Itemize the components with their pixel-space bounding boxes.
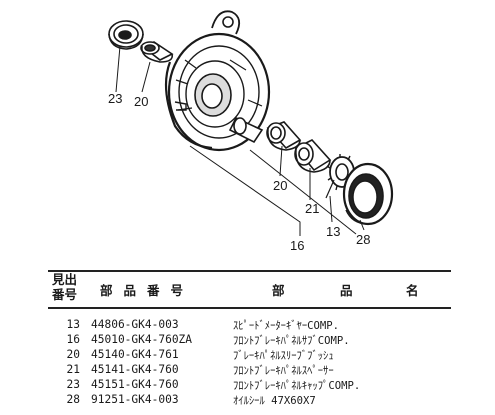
callout-16: 16 [290,238,304,253]
header-ref-no-line1: 見出 [52,272,78,287]
row-part-number: 45010-GK4-760ZA [91,333,193,346]
row-ref-no: 23 [66,378,80,391]
row-part-number: 45141-GK4-760 [91,363,179,376]
table-row: 13 44806-GK4-003 ｽﾋﾟｰﾄﾞﾒｰﾀｰｷﾞﾔｰCOMP. [0,318,495,332]
row-ref-no: 20 [66,348,80,361]
row-part-number: 45140-GK4-761 [91,348,179,361]
header-top-rule [48,270,451,272]
header-part-number: 部品番号 [100,283,195,298]
callout-20-lower: 20 [273,178,287,193]
table-row: 28 91251-GK4-003 ｵｲﾙｼｰﾙ 47X60X7 [0,393,495,407]
table-row: 23 45151-GK4-760 ﾌﾛﾝﾄﾌﾞﾚｰｷﾊﾟﾈﾙｷｬｯﾌﾟCOMP. [0,378,495,392]
callout-28: 28 [356,232,370,247]
part-23-cap-drawing [108,20,144,50]
header-ref-no: 見出 番号 [52,272,84,302]
row-part-number: 45151-GK4-760 [91,378,179,391]
part-20-upper-bush-drawing [140,41,174,63]
panel-shaft-drawing [228,116,264,144]
row-part-name: ﾌﾛﾝﾄﾌﾞﾚｰｷﾊﾟﾈﾙｷｬｯﾌﾟCOMP. [233,380,361,392]
header-ref-no-line2: 番号 [52,287,78,302]
row-part-name: ﾌﾛﾝﾄﾌﾞﾚｰｷﾊﾟﾈﾙｻﾌﾞCOMP. [233,335,350,347]
callout-23: 23 [108,91,122,106]
table-row: 20 45140-GK4-761 ﾌﾞﾚｰｷﾊﾟﾈﾙｽﾘｰﾌﾞﾌﾞｯｼｭ [0,348,495,362]
row-part-number: 44806-GK4-003 [91,318,179,331]
callout-20-upper: 20 [134,94,148,109]
row-ref-no: 16 [66,333,80,346]
row-part-name: ﾌﾞﾚｰｷﾊﾟﾈﾙｽﾘｰﾌﾞﾌﾞｯｼｭ [233,350,334,362]
row-ref-no: 13 [66,318,80,331]
row-ref-no: 28 [66,393,80,406]
header-bottom-rule [48,307,451,309]
callout-13: 13 [326,224,340,239]
row-part-number: 91251-GK4-003 [91,393,179,406]
exploded-parts-diagram: 23 20 20 21 13 28 16 [108,10,394,253]
header-part-name-char3: 名 [406,283,419,298]
row-part-name: ｵｲﾙｼｰﾙ 47X60X7 [233,395,316,407]
row-part-name: ﾌﾛﾝﾄﾌﾞﾚｰｷﾊﾟﾈﾙｽﾍﾟｰｻｰ [233,365,334,377]
leader-lines [115,45,365,236]
row-part-name: ｽﾋﾟｰﾄﾞﾒｰﾀｰｷﾞﾔｰCOMP. [233,320,340,332]
table-row: 21 45141-GK4-760 ﾌﾛﾝﾄﾌﾞﾚｰｷﾊﾟﾈﾙｽﾍﾟｰｻｰ [0,363,495,377]
table-row: 16 45010-GK4-760ZA ﾌﾛﾝﾄﾌﾞﾚｰｷﾊﾟﾈﾙｻﾌﾞCOMP. [0,333,495,347]
part-20-lower-bush-drawing [266,121,302,151]
callout-21: 21 [305,201,319,216]
row-ref-no: 21 [66,363,80,376]
header-part-name-char1: 部 [272,283,285,298]
part-28-oil-seal-drawing [342,162,394,226]
part-21-spacer-drawing [294,139,332,173]
header-part-name-char2: 品 [340,283,353,298]
